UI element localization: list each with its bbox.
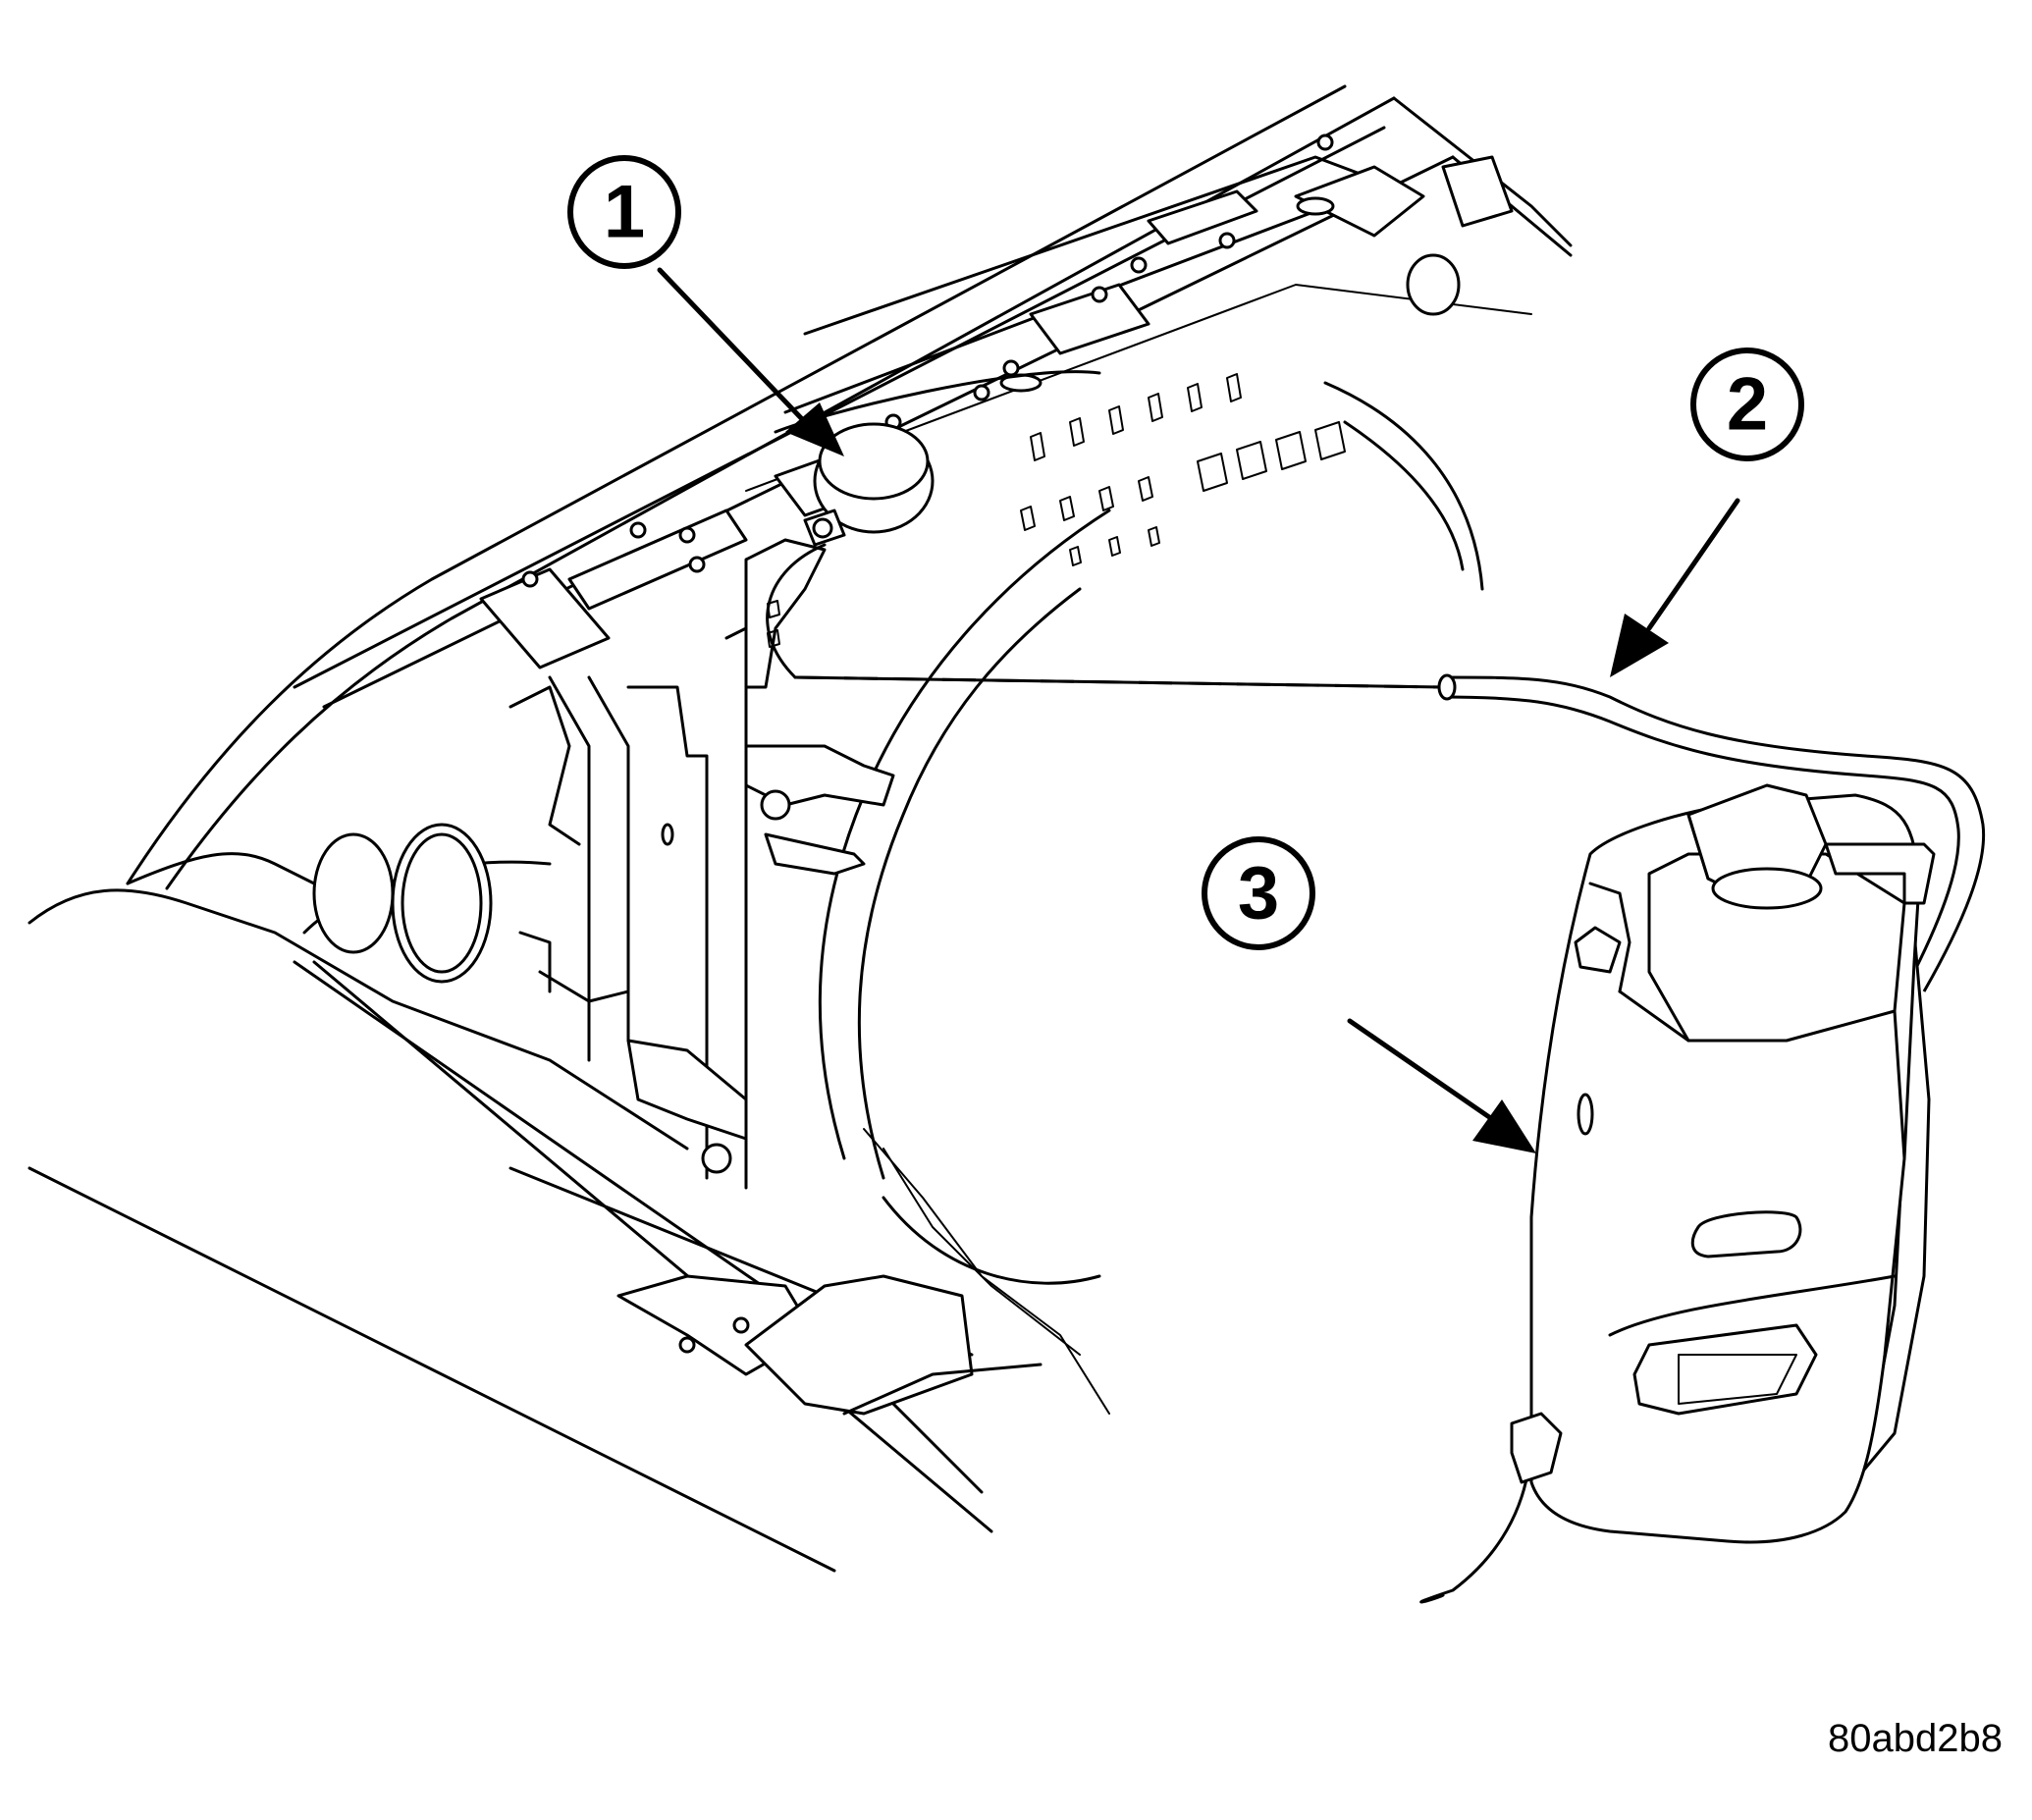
figure-id: 80abd2b8 — [1828, 1717, 2003, 1760]
arrow-1 — [657, 267, 844, 456]
arrow-3 — [1347, 1018, 1536, 1153]
callout-3-number: 3 — [1238, 852, 1279, 936]
washer-reservoir — [1510, 783, 1936, 1544]
callout-2: 2 — [1690, 348, 1804, 461]
callout-2-number: 2 — [1727, 363, 1768, 447]
callout-1: 1 — [567, 155, 681, 269]
filler-cap — [744, 422, 935, 689]
leader-arrows — [657, 267, 1740, 1153]
callout-1-number: 1 — [604, 171, 645, 254]
callout-3: 3 — [1202, 836, 1315, 950]
fender-structure — [27, 84, 1573, 1573]
arrow-2 — [1610, 498, 1740, 677]
